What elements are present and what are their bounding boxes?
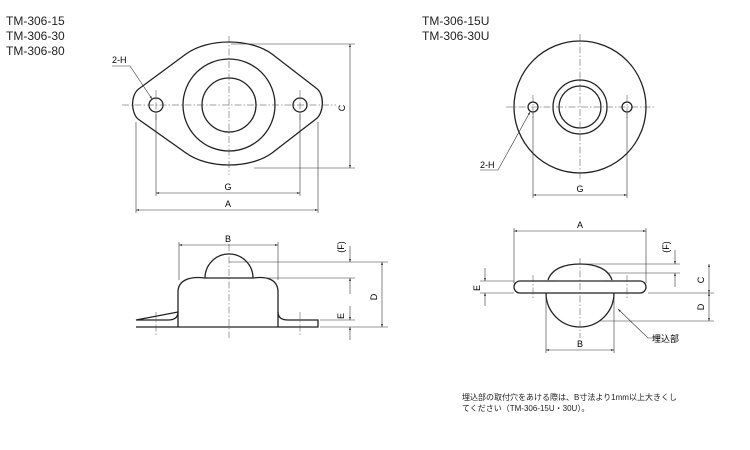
right-model-list: TM-306-15U TM-306-30U (422, 14, 489, 44)
embed-leader-line (617, 308, 660, 339)
hole-leader-line (480, 111, 531, 171)
flange-plate (135, 311, 319, 328)
dimension-F-label: (F) (661, 241, 671, 253)
hole-label: 2-H (112, 55, 127, 65)
dimension-B-label: B (577, 339, 583, 349)
dimension-C-label: C (696, 276, 706, 283)
right-top-view: 2-H G (480, 34, 654, 198)
dimension-G-label: G (576, 184, 583, 194)
dimension-C-label: C (337, 104, 347, 111)
model-label: TM-306-30U (422, 29, 490, 43)
dimension-F-label: (F) (336, 241, 346, 253)
model-label: TM-306-80 (6, 44, 65, 58)
dimension-D-label: D (696, 303, 706, 310)
note-line: てください（TM-306-15U・30U）。 (462, 404, 590, 413)
hole-leader-line (112, 65, 153, 100)
dimension-A-label: A (577, 220, 583, 230)
dimension-G-label: G (224, 182, 231, 192)
hole-label: 2-H (480, 160, 495, 170)
left-side-view: B (F) D E (135, 234, 388, 340)
model-label: TM-306-30 (6, 29, 65, 43)
model-label: TM-306-15 (6, 14, 65, 28)
embed-label: 埋込部 (652, 333, 679, 344)
model-label: TM-306-15U (422, 14, 490, 28)
right-side-view: A (F) C D E B 埋込部 (472, 220, 714, 353)
left-top-view: 2-H G A C (112, 36, 355, 213)
mounting-note: 埋込部の取付穴をあける際は、B寸法より1mm以上大きくし てください（TM-30… (462, 392, 677, 414)
diamond-flange-outline (131, 41, 324, 166)
dimension-E-label: E (472, 285, 482, 291)
note-line: 埋込部の取付穴をあける際は、B寸法より1mm以上大きくし (462, 393, 677, 402)
dimension-D-label: D (369, 293, 379, 300)
left-model-list: TM-306-15 TM-306-30 TM-306-80 (6, 14, 65, 59)
housing-dome-outline (177, 276, 279, 327)
dimension-E-label: E (336, 313, 346, 319)
dimension-B-label: B (225, 234, 231, 244)
dimension-A-label: A (225, 199, 231, 209)
